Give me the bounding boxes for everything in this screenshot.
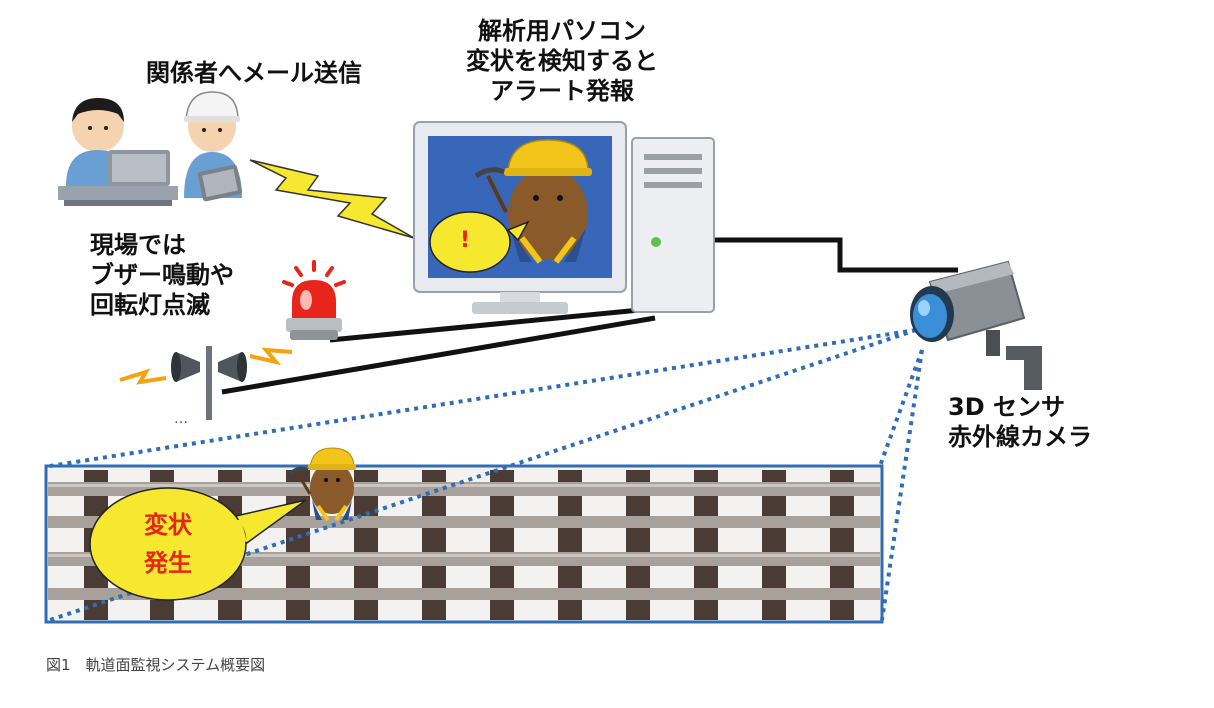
siren-speaker-icon [119, 346, 293, 420]
anomaly-speech-bubble [89, 487, 307, 601]
track-view [44, 464, 884, 624]
email-lightning-icon [249, 159, 415, 239]
anomaly-label-line-1: 変状 [144, 511, 192, 539]
onsite-alarm-label-line-1: 現場では [90, 231, 186, 259]
analysis-pc-label: 解析用パソコン 変状を検知すると アラート発報 [448, 16, 676, 106]
mole-worker-on-screen-icon [474, 139, 592, 264]
sensor-label-line-2: 赤外線カメラ [948, 423, 1092, 451]
pc-tower-icon [631, 137, 715, 313]
camera-fov-lines [49, 328, 924, 622]
analysis-pc-label-line-1: 解析用パソコン [478, 17, 646, 45]
onsite-alarm-label: 現場では ブザー鳴動や 回転灯点滅 [90, 230, 234, 320]
worker-with-helmet-tablet-icon [184, 91, 243, 202]
worker-with-laptop-icon [58, 98, 178, 206]
sensor-label-line-1: 3D センサ [948, 393, 1065, 421]
3d-sensor-camera-icon [910, 260, 1042, 390]
rotating-warning-light-icon [282, 260, 346, 340]
figure-caption: 図1 軌道面監視システム概要図 [46, 656, 266, 674]
analysis-pc-label-line-3: アラート発報 [490, 77, 634, 105]
alert-speech-bubble [429, 211, 530, 273]
onsite-alarm-label-line-3: 回転灯点滅 [90, 291, 210, 319]
speaker-dots: … [174, 411, 188, 427]
email-notification-label: 関係者へメール送信 [146, 59, 362, 87]
monitor-icon [413, 121, 627, 314]
mole-worker-on-track-icon [288, 447, 356, 522]
track-frame [44, 464, 884, 624]
alert-mark: ! [460, 228, 471, 253]
analysis-pc-label-line-2: 変状を検知すると [466, 47, 658, 75]
onsite-alarm-label-line-2: ブザー鳴動や [90, 261, 234, 289]
cables [221, 237, 958, 395]
anomaly-label: 変状 発生 [128, 506, 208, 582]
sensor-label: 3D センサ 赤外線カメラ [948, 392, 1092, 452]
anomaly-label-line-2: 発生 [144, 549, 192, 577]
